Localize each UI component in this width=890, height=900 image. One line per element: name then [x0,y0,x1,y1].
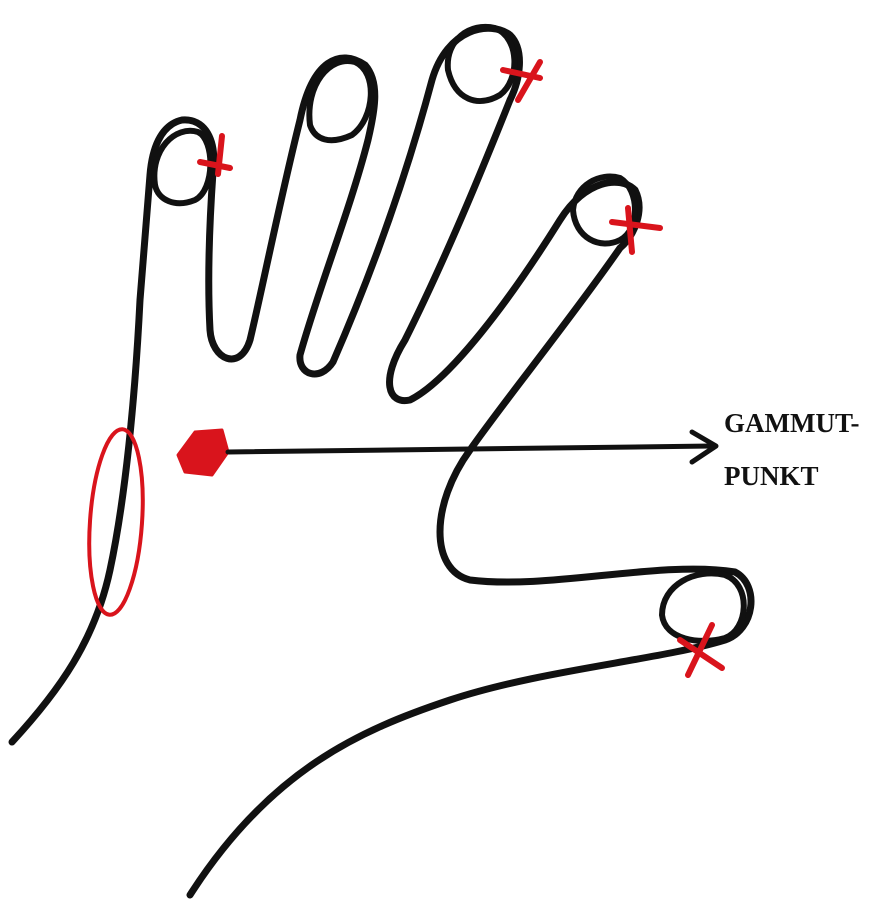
thumb-tip [662,573,744,640]
marker-group [84,62,722,675]
middle-finger-tip [448,27,515,101]
gammut-label-line1: GAMMUT- [724,410,860,437]
little-finger-tip [154,131,210,203]
gammut-label-line2: PUNKT [724,463,819,490]
hand-contour [12,28,751,895]
square-marker-icon [178,430,228,475]
arrow-right-icon [228,432,716,462]
hand-outline-icon [12,27,751,895]
arrow-shaft [228,446,712,452]
